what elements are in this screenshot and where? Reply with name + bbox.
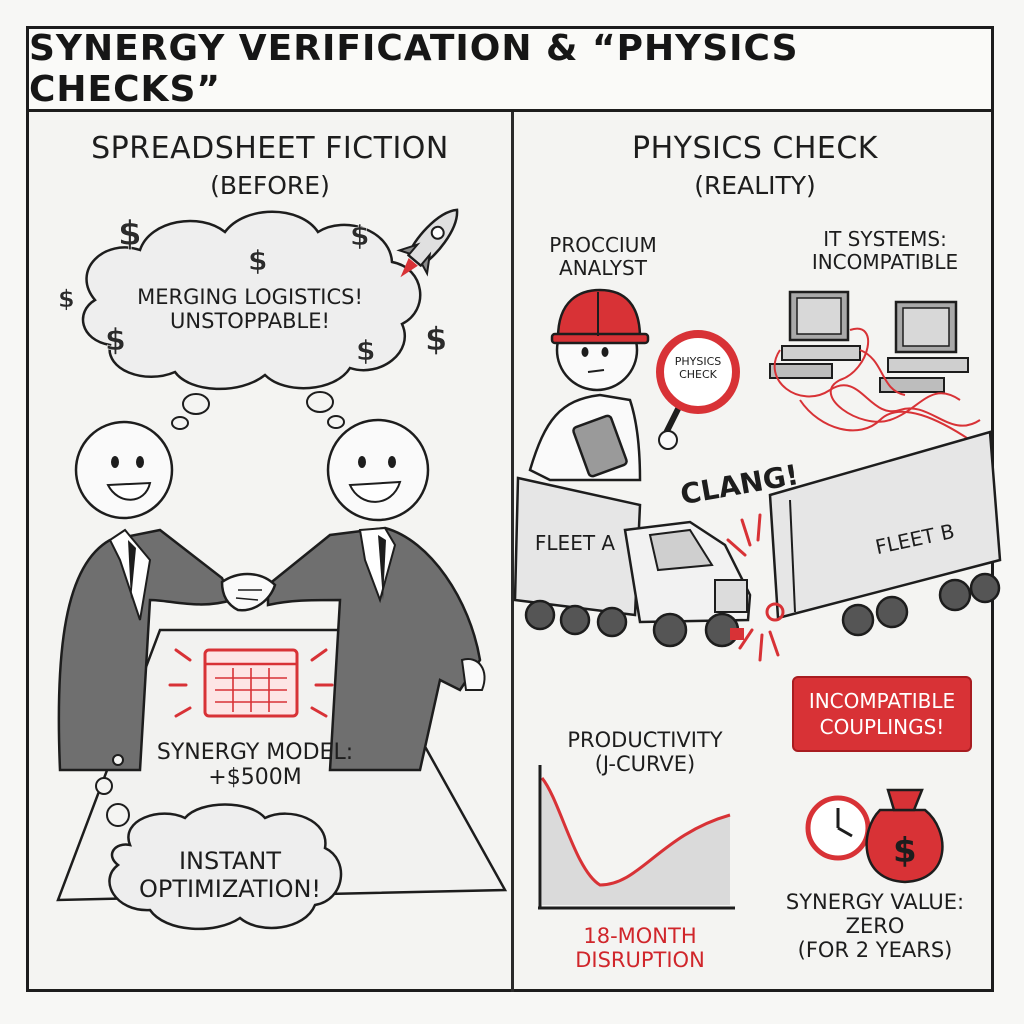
money-bag-icon: $: [865, 788, 944, 884]
businessman-right: [266, 418, 486, 772]
magnifier-sign-icon: [656, 330, 740, 450]
title-bar: SYNERGY VERIFICATION & “PHYSICS CHECKS”: [26, 26, 994, 112]
hard-hat-icon: [550, 288, 650, 345]
right-subheading: (REALITY): [694, 171, 816, 200]
truck-icon: [765, 430, 1002, 637]
panel-divider: [511, 112, 514, 992]
handshake: [220, 572, 277, 612]
thought-dots: [171, 391, 345, 430]
right-heading: PHYSICS CHECK: [632, 131, 878, 166]
cloud-text: MERGING LOGISTICS! UNSTOPPABLE!: [137, 285, 363, 334]
synergy-model-label: SYNERGY MODEL: +$500M: [156, 740, 354, 791]
tangled-cables: [773, 327, 981, 441]
page-title: SYNERGY VERIFICATION & “PHYSICS CHECKS”: [29, 28, 799, 110]
computer-icon: [879, 300, 969, 393]
left-subheading: (BEFORE): [210, 171, 330, 200]
svg-text:$: $: [248, 244, 267, 277]
productivity-label: PRODUCTIVITY (J-CURVE): [567, 728, 723, 777]
tablet-icon: [572, 414, 628, 478]
j-curve-chart: [538, 765, 735, 910]
dollar-sign-icon: $ $ $ $ $ $ $: [58, 214, 448, 368]
businessman-left: [57, 420, 234, 772]
speech-cloud: [108, 803, 343, 931]
computer-icon: [769, 290, 861, 379]
truck-icon: [513, 476, 752, 648]
synergy-value-label: SYNERGY VALUE: ZERO (FOR 2 YEARS): [785, 890, 965, 963]
physics-check-sign: PHYSICS CHECK: [674, 355, 722, 381]
svg-text:$: $: [893, 831, 917, 871]
svg-text:$: $: [118, 214, 142, 254]
spreadsheet-icon: [168, 648, 334, 718]
rocket-icon: [396, 208, 459, 278]
svg-text:$: $: [356, 334, 375, 367]
disruption-label: 18-MONTH DISRUPTION: [575, 924, 705, 973]
bubble-text: INSTANT OPTIMIZATION!: [138, 847, 322, 903]
impact-burst: [726, 513, 780, 662]
thought-cloud: [81, 210, 422, 391]
svg-text:$: $: [105, 323, 126, 358]
incompatible-couplings-banner: INCOMPATIBLE COUPLINGS!: [792, 676, 972, 752]
analyst-label: PROCCIUM ANALYST: [549, 233, 657, 280]
svg-text:$: $: [58, 285, 75, 313]
it-systems-label: IT SYSTEMS: INCOMPATIBLE: [811, 227, 959, 274]
clock-icon: [805, 795, 871, 861]
bubble-dots: [95, 754, 130, 827]
svg-text:$: $: [425, 320, 447, 358]
svg-text:$: $: [350, 219, 369, 252]
left-heading: SPREADSHEET FICTION: [91, 131, 449, 166]
fleet-a-label: FLEET A: [534, 531, 616, 555]
